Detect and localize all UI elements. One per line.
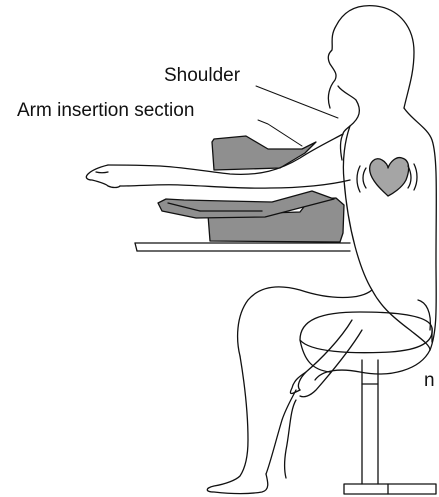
cut-off-text-fragment: n	[424, 371, 435, 390]
table	[135, 243, 350, 251]
shoulder-label: Shoulder	[164, 66, 240, 85]
person	[86, 6, 436, 494]
blood-pressure-device	[158, 136, 344, 242]
arm-insertion-leader	[258, 120, 302, 146]
stool	[300, 312, 436, 494]
arm-insertion-section	[212, 136, 316, 170]
arm-insertion-section-label: Arm insertion section	[17, 101, 194, 120]
heart-icon	[357, 158, 417, 196]
shoulder-leader	[256, 86, 338, 118]
label-leader-lines	[256, 86, 338, 146]
